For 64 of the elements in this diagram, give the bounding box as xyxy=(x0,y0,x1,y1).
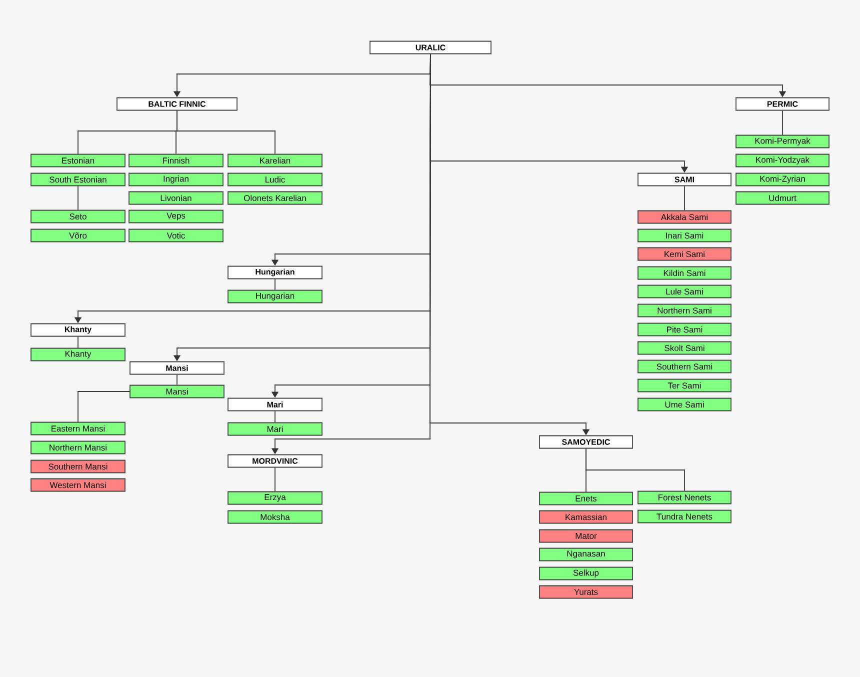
group-box: PERMIC xyxy=(736,97,830,111)
language-box: Enets xyxy=(539,492,633,506)
connector-line xyxy=(586,448,685,492)
language-box: Erzya xyxy=(228,491,322,505)
group-box: BALTIC FINNIC xyxy=(116,97,238,111)
group-box: Mansi xyxy=(130,361,224,375)
language-box: Forest Nenets xyxy=(638,490,732,504)
language-box: Udmurt xyxy=(736,191,830,205)
language-box: Yurats xyxy=(539,585,633,599)
language-box: Ingrian xyxy=(128,172,224,186)
language-box: Eastern Mansi xyxy=(30,422,126,436)
group-box: MORDVINIC xyxy=(228,454,322,468)
group-box: Khanty xyxy=(30,323,126,337)
language-box: Estonian xyxy=(30,154,126,168)
language-box: Komi-Zyrian xyxy=(736,172,830,186)
connector-line xyxy=(782,110,783,136)
language-box: Southern Mansi xyxy=(30,460,126,474)
language-box: Skolt Sami xyxy=(638,341,732,355)
language-box: Komi-Permyak xyxy=(736,134,830,148)
language-box: Mansi xyxy=(130,384,224,398)
language-box: Finnish xyxy=(128,154,224,168)
connector-line xyxy=(274,410,276,423)
language-box: Livonian xyxy=(128,191,224,205)
group-box: Mari xyxy=(228,398,322,412)
language-box: Olonets Karelian xyxy=(228,191,322,205)
language-box: Tundra Nenets xyxy=(638,510,732,524)
language-box: Mator xyxy=(539,529,633,543)
connector-line xyxy=(176,374,178,386)
language-box: Kildin Sami xyxy=(638,266,732,280)
language-box: Ter Sami xyxy=(638,378,732,392)
language-box: Lule Sami xyxy=(638,284,732,298)
language-box: Moksha xyxy=(228,510,322,524)
language-box: Northern Sami xyxy=(638,304,732,318)
connector-line xyxy=(78,391,130,422)
language-box: Western Mansi xyxy=(30,478,126,492)
language-box: Southern Sami xyxy=(638,360,732,374)
language-box: Selkup xyxy=(539,566,633,580)
language-box: Akkala Sami xyxy=(638,210,732,224)
language-box: Inari Sami xyxy=(638,228,732,242)
language-box: Khanty xyxy=(30,348,126,362)
language-box: Ludic xyxy=(228,172,322,186)
group-box: SAMOYEDIC xyxy=(539,435,633,449)
language-box: Komi-Yodzyak xyxy=(736,154,830,168)
connector-line xyxy=(684,186,685,211)
language-box: Karelian xyxy=(228,154,322,168)
connector-line xyxy=(176,110,276,154)
language-box: Nganasan xyxy=(539,548,633,562)
language-box: Võro xyxy=(30,228,126,242)
language-box: Kemi Sami xyxy=(638,247,732,261)
language-box: South Estonian xyxy=(30,172,126,186)
connector-line xyxy=(274,467,276,492)
language-box: Seto xyxy=(30,210,126,224)
connector-line xyxy=(274,278,276,290)
language-box: Northern Mansi xyxy=(30,440,126,454)
language-box: Hungarian xyxy=(228,290,322,304)
language-box: Votic xyxy=(128,228,224,242)
group-box: URALIC xyxy=(370,40,492,54)
group-box: Hungarian xyxy=(228,266,322,280)
language-box: Pite Sami xyxy=(638,322,732,336)
language-box: Veps xyxy=(128,210,224,224)
group-box: SAMI xyxy=(638,172,732,186)
language-box: Mari xyxy=(228,422,322,436)
language-box: Kamassian xyxy=(539,510,633,524)
language-box: Ume Sami xyxy=(638,398,732,412)
